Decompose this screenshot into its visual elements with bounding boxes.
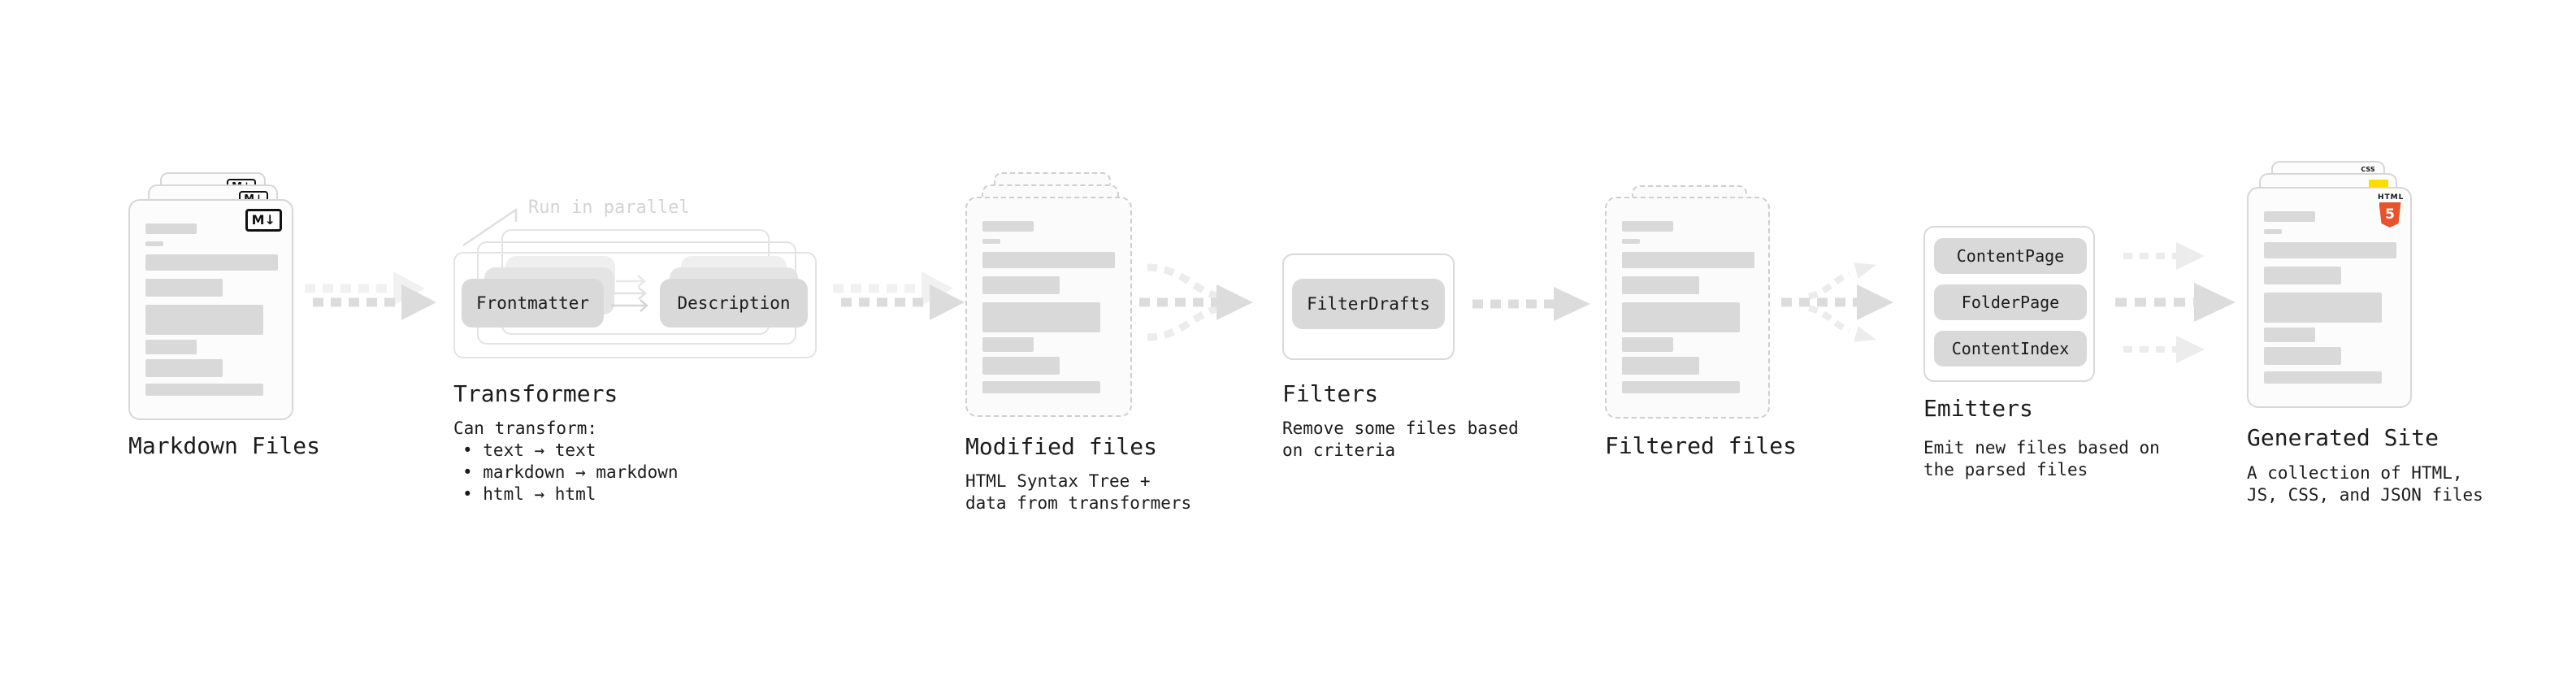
run-in-parallel-callout-line: [462, 207, 518, 247]
file-content-placeholder: [1607, 198, 1768, 393]
text-line-bar: [2264, 293, 2382, 323]
text-line-bar: [1622, 239, 1640, 244]
stage-title-emitters: Emitters: [1923, 395, 2033, 422]
text-line-bar: [145, 384, 263, 396]
flow-arrow-split-to-emitters: [1781, 262, 1893, 342]
flow-arrows-emitters-to-site: [2115, 242, 2236, 363]
text-line-bar: [1622, 276, 1699, 294]
file-content-placeholder: [130, 201, 292, 396]
text-line-bar: [1622, 302, 1740, 332]
text-line-bar: [982, 337, 1034, 352]
markdown-icon: M↓: [245, 209, 282, 232]
transformer-box-front: [453, 252, 817, 358]
emitter-pill-folderpage: FolderPage: [1934, 284, 2087, 320]
text-line-bar: [982, 276, 1060, 294]
text-line-bar: [1622, 381, 1740, 393]
stage-title-filtered-files: Filtered files: [1605, 432, 1798, 459]
transformer-pill-description: Description: [660, 279, 808, 327]
text-line-bar: [145, 279, 223, 297]
generated-file-card-html: HTML 5: [2247, 187, 2412, 408]
text-line-bar: [145, 305, 263, 335]
text-line-bar: [1622, 357, 1699, 375]
parallel-arrows: [611, 275, 648, 312]
emitter-pill-contentindex: ContentIndex: [1934, 331, 2087, 367]
text-line-bar: [982, 302, 1100, 332]
text-line-bar: [145, 241, 163, 246]
text-line-bar: [145, 254, 278, 271]
transformers-description-heading: Can transform:: [453, 419, 598, 438]
text-line-bar: [145, 340, 197, 354]
text-line-bar: [2264, 267, 2341, 284]
text-line-bar: [982, 239, 1000, 244]
capability-item: • text → text: [462, 440, 596, 460]
stage-title-generated-site: Generated Site: [2247, 424, 2439, 451]
text-line-bar: [2264, 327, 2315, 342]
emitters-subtitle: Emit new files based on the parsed files: [1923, 438, 2160, 479]
stage-title-markdown-files: Markdown Files: [128, 432, 321, 459]
text-line-bar: [2264, 229, 2282, 234]
file-content-placeholder: [2249, 189, 2410, 384]
text-line-bar: [1622, 337, 1673, 352]
text-line-bar: [2264, 211, 2315, 222]
transformer-pill-frontmatter: Frontmatter: [462, 279, 604, 327]
file-content-placeholder: [967, 198, 1130, 393]
markdown-file-card-front: M↓: [128, 199, 293, 420]
flow-arrow-merge-to-filters: [1139, 263, 1253, 341]
modified-files-subtitle: HTML Syntax Tree + data from transformer…: [965, 471, 1192, 513]
flow-arrow-filters-to-filtered: [1472, 287, 1590, 321]
filter-pill-filterdrafts: FilterDrafts: [1292, 279, 1445, 329]
text-line-bar: [1622, 252, 1754, 268]
flow-arrow-markdown-to-transformers: [305, 271, 436, 320]
flow-arrow-transformers-to-modified: [833, 271, 965, 320]
text-line-bar: [982, 381, 1100, 393]
capability-item: • markdown → markdown: [462, 462, 679, 482]
text-line-bar: [982, 221, 1034, 232]
text-line-bar: [2264, 242, 2396, 258]
text-line-bar: [2264, 347, 2341, 365]
text-line-bar: [2264, 371, 2382, 384]
text-line-bar: [145, 223, 197, 234]
generated-site-subtitle: A collection of HTML, JS, CSS, and JSON …: [2247, 463, 2483, 505]
filters-subtitle: Remove some files based on criteria: [1282, 419, 1519, 460]
modified-file-card-front: [965, 197, 1132, 417]
html5-icon-word: HTML: [2378, 193, 2405, 202]
stage-title-filters: Filters: [1282, 380, 1379, 407]
text-line-bar: [982, 357, 1060, 375]
filtered-file-card-front: [1605, 197, 1770, 419]
run-in-parallel-annotation: Run in parallel: [528, 197, 690, 218]
capability-item: • html → html: [462, 484, 596, 504]
css-icon-label: CSS: [2361, 166, 2375, 173]
html5-icon: HTML 5: [2378, 193, 2405, 228]
emitter-pill-contentpage: ContentPage: [1934, 238, 2087, 274]
transformers-capability-list: • text → text • markdown → markdown • ht…: [453, 440, 679, 505]
text-line-bar: [982, 252, 1115, 268]
html5-icon-shield: 5: [2379, 202, 2401, 228]
text-line-bar: [1622, 221, 1673, 232]
text-line-bar: [145, 359, 223, 377]
stage-title-modified-files: Modified files: [965, 433, 1158, 460]
stage-title-transformers: Transformers: [453, 380, 618, 407]
